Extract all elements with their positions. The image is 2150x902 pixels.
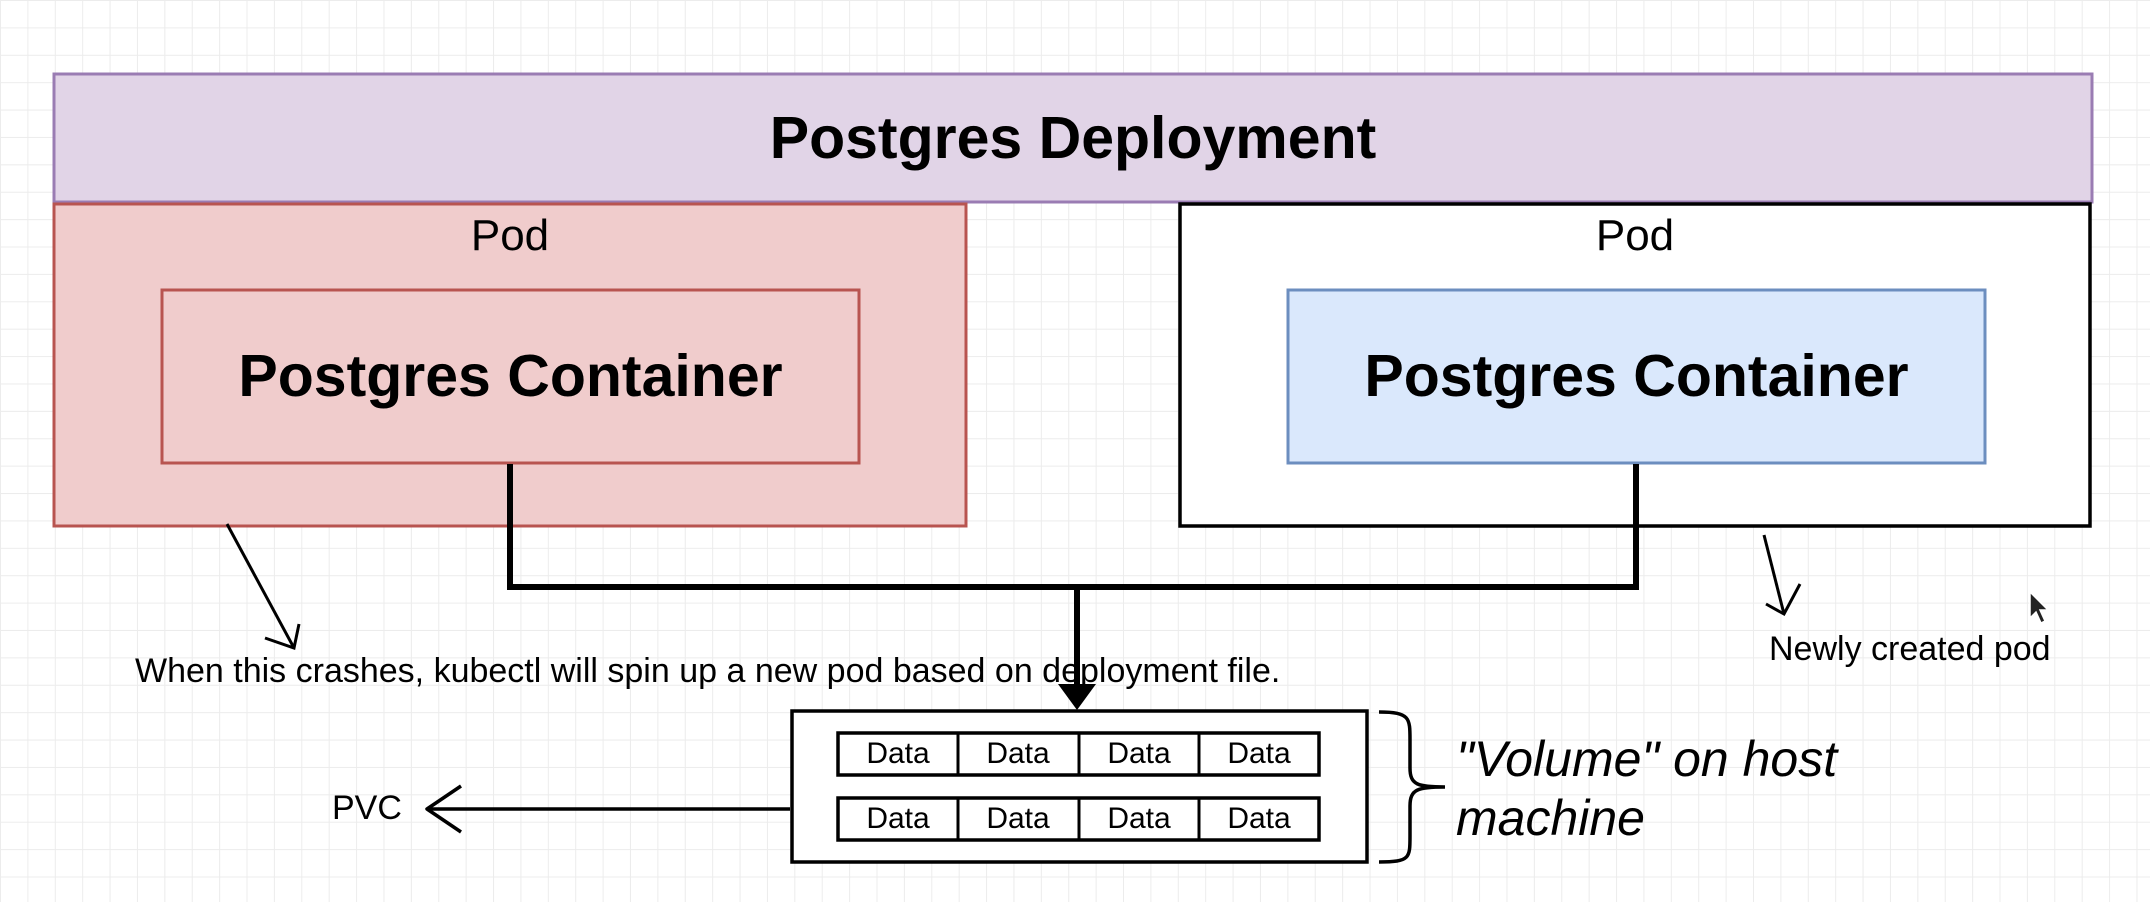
container-left-box	[160, 288, 861, 465]
crash-arrow-line	[225, 523, 296, 649]
volume-data-cell: Data	[986, 737, 1050, 770]
pvc-arrowhead	[425, 784, 462, 834]
connector-arrowhead	[1058, 684, 1096, 710]
container-left-title: Postgres Container	[238, 343, 783, 409]
volume-data-cell: Data	[1227, 802, 1291, 835]
connector-right	[1077, 464, 1639, 590]
crash-note: When this crashes, kubectl will spin up …	[135, 652, 1281, 690]
volume-brace	[1378, 710, 1446, 864]
volume-data-cell: Data	[866, 737, 930, 770]
container-right-title: Postgres Container	[1364, 343, 1909, 409]
volume-data-cell: Data	[866, 802, 930, 835]
pod-left-label: Pod	[470, 211, 550, 260]
volume-label: "Volume" on host machine	[1456, 731, 1838, 846]
deployment-box	[52, 72, 2094, 204]
volume-data-cell: Data	[1107, 802, 1171, 835]
container-right-box	[1286, 288, 1987, 465]
connector-left	[507, 464, 1077, 590]
pvc-label: PVC	[332, 789, 402, 827]
crash-arrowhead	[264, 623, 301, 650]
deployment-title: Postgres Deployment	[769, 104, 1377, 171]
volume-data-cell: Data	[1107, 737, 1171, 770]
volume-data-cell: Data	[1227, 737, 1291, 770]
pod-right-label: Pod	[1595, 211, 1675, 260]
new-pod-arrowhead	[1765, 583, 1802, 617]
new-pod-note: Newly created pod	[1769, 630, 2051, 668]
mouse-cursor-icon	[2029, 590, 2050, 625]
volume-data-cell: Data	[986, 802, 1050, 835]
new-pod-arrow-line	[1762, 534, 1786, 615]
